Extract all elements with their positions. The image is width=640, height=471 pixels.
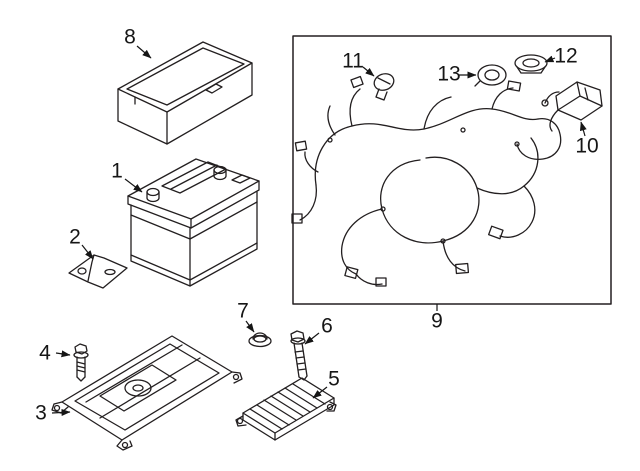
callout-6: 6 [321, 314, 333, 338]
terminal-boot-drawing [549, 81, 603, 132]
terminal-cap-drawing [514, 54, 548, 74]
callout-11: 11 [342, 49, 364, 73]
bolt-4-drawing [73, 343, 89, 382]
callout-4: 4 [39, 341, 51, 365]
callout-12: 12 [554, 44, 578, 68]
wiring-harness-drawing [291, 75, 562, 287]
callout-5: 5 [328, 367, 340, 391]
callout-7: 7 [237, 299, 249, 323]
callout-1: 1 [111, 159, 123, 183]
callout-10: 10 [575, 134, 599, 158]
battery-drawing [127, 158, 260, 287]
hold-down-clamp-drawing [68, 254, 128, 289]
control-module-drawing [235, 377, 337, 441]
bolt-6-drawing [290, 330, 308, 381]
callout-2: 2 [69, 225, 81, 249]
harness-box [292, 35, 612, 305]
grommet-drawing [248, 332, 272, 348]
callout-8: 8 [124, 25, 136, 49]
retainer-clip-drawing [373, 73, 395, 101]
callout-9: 9 [431, 309, 443, 333]
battery-cover-box-drawing [117, 41, 253, 145]
round-cap-drawing [474, 64, 507, 87]
leader-lines [51, 45, 587, 416]
callout-3: 3 [35, 401, 47, 425]
callout-13: 13 [437, 62, 461, 86]
